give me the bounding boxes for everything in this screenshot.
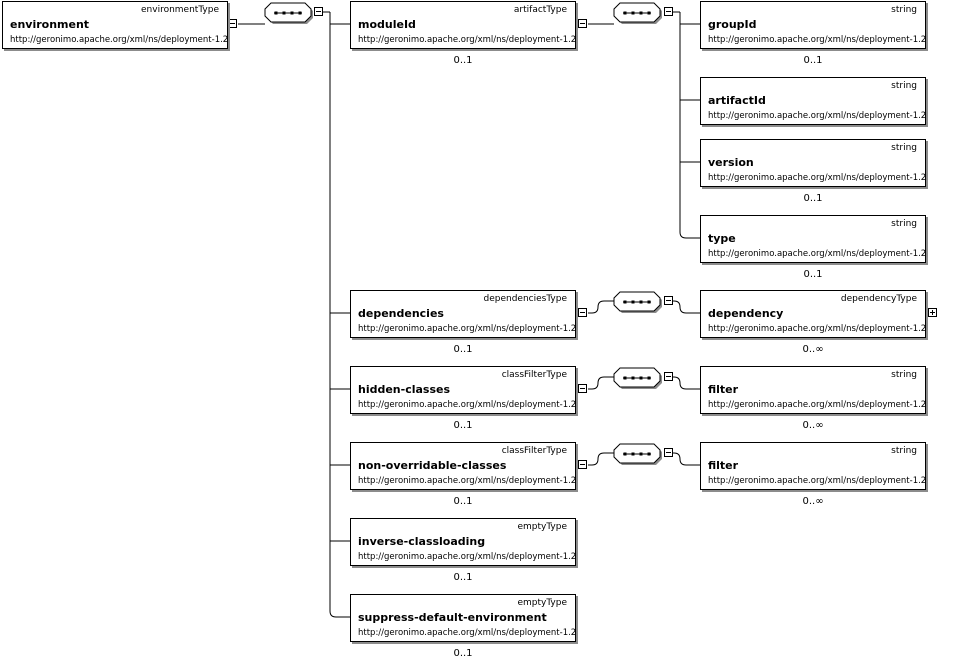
sequence-compositor-icon[interactable] xyxy=(613,291,662,313)
element-moduleId[interactable]: artifactType moduleId http://geronimo.ap… xyxy=(350,1,576,49)
collapse-toggle-icon[interactable] xyxy=(578,308,587,317)
element-name: hidden-classes xyxy=(358,383,451,396)
expand-toggle-icon[interactable] xyxy=(928,308,937,317)
element-inverse-classloading[interactable]: emptyType inverse-classloading http://ge… xyxy=(350,518,576,566)
element-namespace: http://geronimo.apache.org/xml/ns/deploy… xyxy=(358,628,577,638)
element-namespace: http://geronimo.apache.org/xml/ns/deploy… xyxy=(708,324,927,334)
collapse-toggle-icon[interactable] xyxy=(664,448,673,457)
element-name: moduleId xyxy=(358,18,416,31)
connector-line xyxy=(588,300,614,314)
element-name: version xyxy=(708,156,754,169)
element-type-label: dependencyType xyxy=(840,294,917,304)
collapse-toggle-icon[interactable] xyxy=(578,384,587,393)
element-namespace: http://geronimo.apache.org/xml/ns/deploy… xyxy=(708,249,927,259)
element-name: artifactId xyxy=(708,94,766,107)
element-type-label: string xyxy=(891,81,917,91)
element-environment[interactable]: environmentType environment http://geron… xyxy=(2,1,228,49)
element-namespace: http://geronimo.apache.org/xml/ns/deploy… xyxy=(10,35,229,45)
cardinality-label: 0..1 xyxy=(803,269,823,280)
element-version[interactable]: string version http://geronimo.apache.or… xyxy=(700,139,926,187)
sequence-compositor-icon[interactable] xyxy=(613,443,662,465)
connector-line xyxy=(673,300,700,314)
element-namespace: http://geronimo.apache.org/xml/ns/deploy… xyxy=(358,552,577,562)
element-name: dependency xyxy=(708,307,784,320)
cardinality-label: 0..∞ xyxy=(802,344,824,355)
element-dependency[interactable]: dependencyType dependency http://geronim… xyxy=(700,290,926,338)
sequence-compositor-icon[interactable] xyxy=(613,367,662,389)
element-name: inverse-classloading xyxy=(358,535,486,548)
element-name: groupId xyxy=(708,18,757,31)
connector-line xyxy=(329,12,350,618)
element-dependencies[interactable]: dependenciesType dependencies http://ger… xyxy=(350,290,576,338)
element-type[interactable]: string type http://geronimo.apache.org/x… xyxy=(700,215,926,263)
connector-line xyxy=(673,376,700,390)
element-type-label: string xyxy=(891,446,917,456)
element-name: non-overridable-classes xyxy=(358,459,507,472)
element-hidden-classes[interactable]: classFilterType hidden-classes http://ge… xyxy=(350,366,576,414)
element-name: type xyxy=(708,232,736,245)
element-name: filter xyxy=(708,459,739,472)
connector-line xyxy=(673,452,700,466)
element-type-label: environmentType xyxy=(141,5,219,15)
element-type-label: classFilterType xyxy=(501,370,567,380)
cardinality-label: 0..∞ xyxy=(802,420,824,431)
element-type-label: dependenciesType xyxy=(483,294,567,304)
collapse-toggle-icon[interactable] xyxy=(578,19,587,28)
cardinality-label: 0..1 xyxy=(453,55,473,66)
connector-line xyxy=(679,12,700,239)
collapse-toggle-icon[interactable] xyxy=(228,19,237,28)
cardinality-label: 0..1 xyxy=(803,55,823,66)
element-type-label: emptyType xyxy=(517,598,567,608)
element-type-label: string xyxy=(891,219,917,229)
cardinality-label: 0..1 xyxy=(453,572,473,583)
collapse-toggle-icon[interactable] xyxy=(578,460,587,469)
cardinality-label: 0..1 xyxy=(453,496,473,507)
element-type-label: string xyxy=(891,143,917,153)
element-filter[interactable]: string filter http://geronimo.apache.org… xyxy=(700,442,926,490)
element-type-label: classFilterType xyxy=(501,446,567,456)
cardinality-label: 0..∞ xyxy=(802,496,824,507)
collapse-toggle-icon[interactable] xyxy=(664,7,673,16)
element-namespace: http://geronimo.apache.org/xml/ns/deploy… xyxy=(358,400,577,410)
sequence-compositor-icon[interactable] xyxy=(264,2,313,24)
collapse-toggle-icon[interactable] xyxy=(664,372,673,381)
cardinality-label: 0..1 xyxy=(453,344,473,355)
element-name: dependencies xyxy=(358,307,444,320)
element-type-label: string xyxy=(891,5,917,15)
element-namespace: http://geronimo.apache.org/xml/ns/deploy… xyxy=(358,35,577,45)
element-name: filter xyxy=(708,383,739,396)
element-non-overridable-classes[interactable]: classFilterType non-overridable-classes … xyxy=(350,442,576,490)
element-namespace: http://geronimo.apache.org/xml/ns/deploy… xyxy=(708,35,927,45)
element-type-label: artifactType xyxy=(513,5,567,15)
element-namespace: http://geronimo.apache.org/xml/ns/deploy… xyxy=(708,476,927,486)
cardinality-label: 0..1 xyxy=(803,193,823,204)
element-namespace: http://geronimo.apache.org/xml/ns/deploy… xyxy=(708,400,927,410)
element-artifactId[interactable]: string artifactId http://geronimo.apache… xyxy=(700,77,926,125)
cardinality-label: 0..1 xyxy=(453,648,473,659)
collapse-toggle-icon[interactable] xyxy=(664,296,673,305)
element-suppress-default-environment[interactable]: emptyType suppress-default-environment h… xyxy=(350,594,576,642)
connector-line xyxy=(588,376,614,390)
element-name: suppress-default-environment xyxy=(358,611,547,624)
element-namespace: http://geronimo.apache.org/xml/ns/deploy… xyxy=(358,324,577,334)
sequence-compositor-icon[interactable] xyxy=(613,2,662,24)
element-type-label: string xyxy=(891,370,917,380)
element-namespace: http://geronimo.apache.org/xml/ns/deploy… xyxy=(358,476,577,486)
element-namespace: http://geronimo.apache.org/xml/ns/deploy… xyxy=(708,111,927,121)
cardinality-label: 0..1 xyxy=(453,420,473,431)
connector-line xyxy=(588,452,614,466)
element-namespace: http://geronimo.apache.org/xml/ns/deploy… xyxy=(708,173,927,183)
element-filter[interactable]: string filter http://geronimo.apache.org… xyxy=(700,366,926,414)
element-type-label: emptyType xyxy=(517,522,567,532)
element-groupId[interactable]: string groupId http://geronimo.apache.or… xyxy=(700,1,926,49)
collapse-toggle-icon[interactable] xyxy=(314,7,323,16)
element-name: environment xyxy=(10,18,90,31)
